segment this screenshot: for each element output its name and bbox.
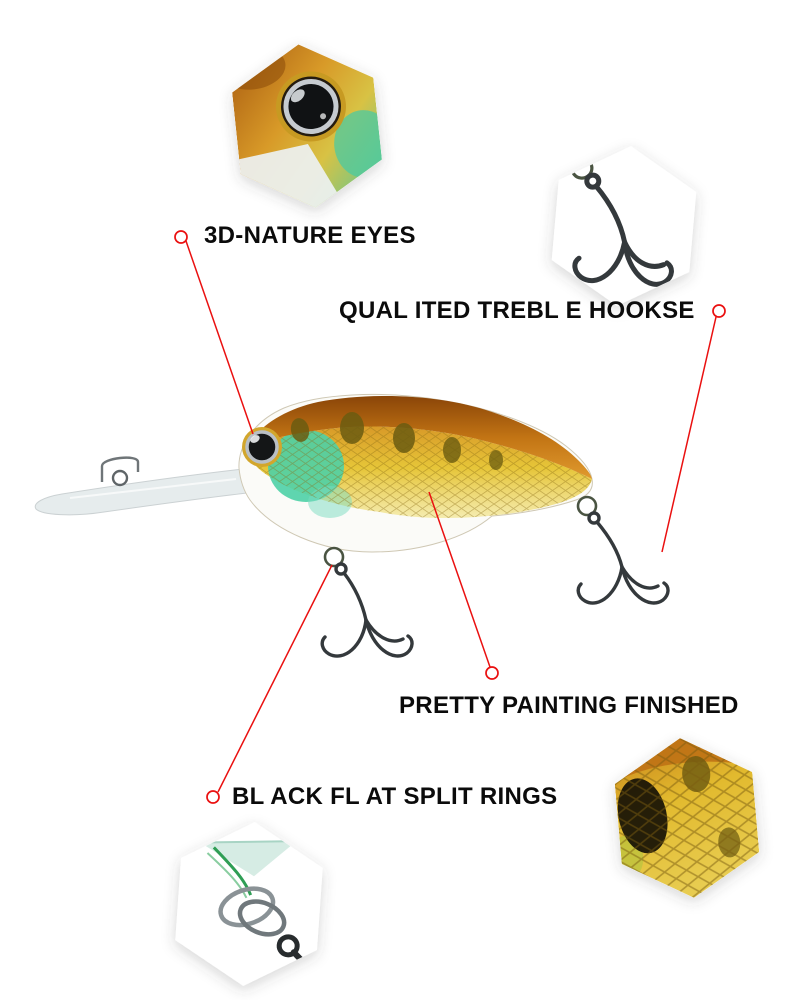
callout-line-rings: [217, 564, 333, 793]
split-ring-closeup-hexagon: [172, 817, 326, 991]
lure-illustration: [34, 393, 670, 658]
callout-line-eyes: [185, 240, 254, 435]
wire-detail: [212, 846, 253, 896]
front-split-ring: [323, 546, 345, 568]
treble-hook-closeup-hexagon: [548, 140, 700, 312]
callout-dot-painting: [485, 666, 499, 680]
rear-treble-hook: [576, 495, 670, 605]
front-treble-hook: [320, 546, 414, 658]
split-ring-detail: [218, 886, 276, 928]
eye-closeup-content: [227, 37, 387, 215]
dark-spot: [290, 418, 310, 442]
scale-texture: [611, 732, 763, 904]
lure-lip: [34, 456, 257, 516]
callout-dot-hooks: [712, 304, 726, 318]
line-tie-loop: [111, 469, 129, 487]
rear-split-ring: [576, 495, 598, 517]
dark-spot: [340, 412, 364, 444]
label-3d-nature-eyes: 3D-NATURE EYES: [204, 222, 416, 249]
label-quality-treble-hooks: QUAL ITED TREBL E HOOKSE: [339, 297, 695, 324]
split-ring-closeup-content: [172, 817, 326, 991]
callouts: [174, 230, 726, 804]
eye-closeup-hexagon: [227, 37, 387, 215]
callout-dot-rings: [206, 790, 220, 804]
treble-hook-closeup-content: [548, 140, 700, 312]
dark-spot: [443, 437, 461, 463]
scales-closeup-hexagon: [611, 732, 763, 904]
scale-texture: [246, 426, 592, 518]
hook-eye-detail: [276, 934, 300, 958]
callout-dot-eyes: [174, 230, 188, 244]
callout-line-painting: [428, 491, 491, 668]
callout-line-hooks: [661, 316, 717, 553]
dark-spot: [489, 450, 503, 470]
label-pretty-painting-finished: PRETTY PAINTING FINISHED: [399, 692, 739, 719]
scales-closeup-content: [611, 732, 763, 904]
dark-spot: [393, 423, 415, 453]
orange-back: [246, 396, 592, 479]
line-tie-wire: [100, 456, 140, 482]
lure-body: [238, 393, 593, 553]
eye-pupil: [283, 78, 339, 134]
label-black-flat-split-rings: BL ACK FL AT SPLIT RINGS: [232, 783, 558, 810]
